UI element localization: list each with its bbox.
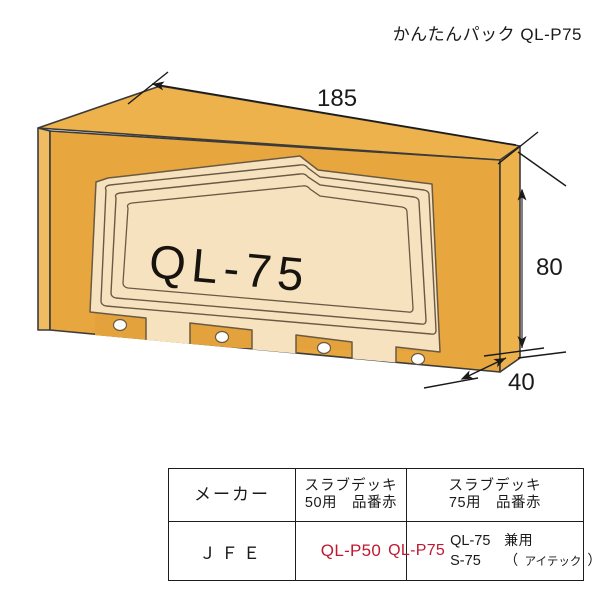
deck-plate-group: QL-75 bbox=[89, 155, 441, 372]
plate-hole bbox=[316, 341, 332, 355]
sd75-model-2: S-75 bbox=[450, 552, 481, 569]
dimension-depth-label: 40 bbox=[508, 369, 535, 396]
cell-sd75-code: QL-P75 QL-75 兼用 S-75 （ アイテック ） bbox=[388, 521, 600, 581]
spec-table: メーカー スラブデッキ 50用 品番赤 スラブデッキ 75用 品番赤 ＪＦＥ Q… bbox=[168, 468, 600, 581]
sd75-note-2-brand: アイテック bbox=[524, 555, 582, 568]
sd75-note-2-close: ） bbox=[587, 552, 600, 568]
sd75-note-1: 兼用 bbox=[504, 532, 534, 549]
plate-hole bbox=[410, 352, 426, 366]
slabdeck-75-line1: スラブデッキ bbox=[448, 477, 542, 494]
product-code-sd75: QL-P75 bbox=[388, 542, 446, 559]
table-header-maker: メーカー bbox=[168, 468, 296, 522]
slabdeck-75-line2: 75用 品番赤 bbox=[448, 495, 542, 511]
cell-maker-name: ＪＦＥ bbox=[168, 521, 296, 581]
page-title: かんたんパック QL-P75 bbox=[392, 25, 582, 44]
product-illustration: QL-75 185 80 40 bbox=[37, 71, 567, 396]
slabdeck-50-line2: 50用 品番赤 bbox=[304, 495, 398, 511]
carton-left-face bbox=[37, 127, 51, 331]
sd75-note-2-open: （ bbox=[504, 551, 519, 568]
slabdeck-50-line1: スラブデッキ bbox=[304, 477, 398, 494]
table-header-slabdeck-50: スラブデッキ 50用 品番赤 bbox=[295, 468, 407, 522]
plate-hole bbox=[112, 318, 128, 332]
dimension-depth-40: 40 bbox=[423, 347, 545, 396]
list-item: QL-75 兼用 bbox=[450, 533, 600, 549]
table-header-slabdeck-75: スラブデッキ 75用 品番赤 bbox=[406, 468, 584, 522]
plate-outline-1 bbox=[100, 164, 437, 335]
dimension-height-label: 80 bbox=[536, 254, 563, 281]
dimension-width-label: 185 bbox=[317, 85, 357, 112]
plate-outline-3 bbox=[122, 185, 414, 313]
sd75-compatibility-list: QL-75 兼用 S-75 （ アイテック ） bbox=[450, 533, 600, 568]
plate-hole bbox=[214, 330, 230, 344]
dimension-height-80: 80 bbox=[517, 151, 567, 359]
sd75-model-1: QL-75 bbox=[450, 533, 491, 550]
dimension-width-185: 185 bbox=[127, 71, 539, 165]
product-code-sd50: QL-P50 bbox=[320, 541, 382, 560]
plate-outline-2 bbox=[110, 173, 427, 325]
table-header-row: メーカー スラブデッキ 50用 品番赤 スラブデッキ 75用 品番赤 bbox=[168, 468, 584, 522]
carton-right-face bbox=[499, 145, 521, 373]
table-row: ＪＦＥ QL-P50 QL-P75 QL-75 兼用 S-75 （ アイテック ） bbox=[168, 521, 600, 581]
list-item: S-75 （ アイテック ） bbox=[450, 551, 600, 569]
